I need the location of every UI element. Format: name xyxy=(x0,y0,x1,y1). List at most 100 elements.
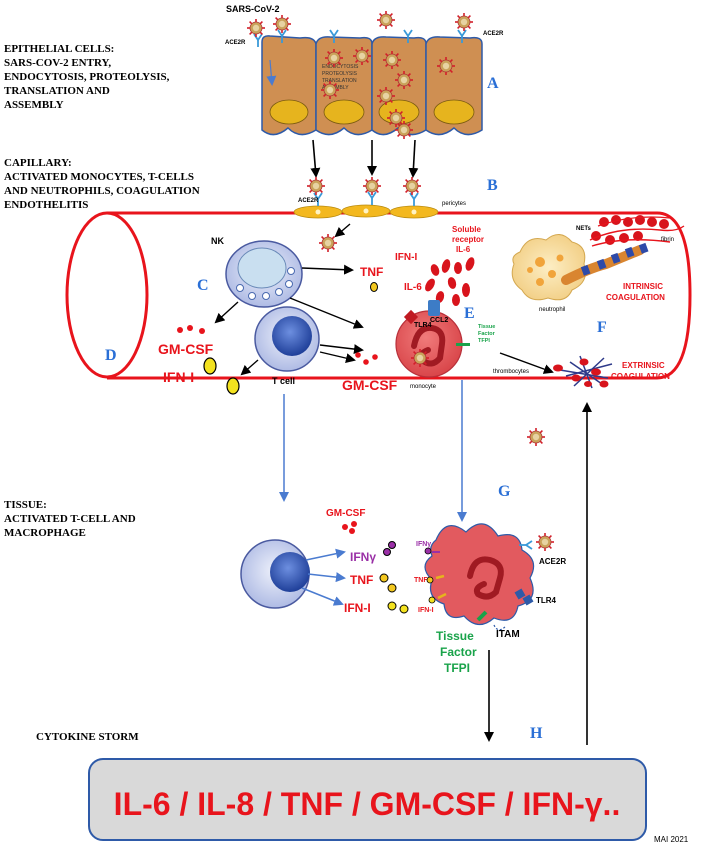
virus-icon xyxy=(272,14,292,34)
arrow-nk-gmcsf xyxy=(214,301,239,324)
tf-small-3: TFPI xyxy=(478,338,490,344)
ace2r-capillary-label: ACE2R xyxy=(298,198,319,204)
capillary-line-4: ENDOTHELITIS xyxy=(4,199,88,211)
virus-icon xyxy=(535,532,555,552)
cytokine-storm-heading: CYTOKINE STORM xyxy=(36,731,139,743)
virus-icon xyxy=(362,176,382,196)
epithelial-line-2: SARS-COV-2 ENTRY, xyxy=(4,57,111,69)
virus-icon xyxy=(318,233,338,253)
epithelial-line-5: ASSEMBLY xyxy=(4,99,64,111)
t-cell-tissue xyxy=(240,539,310,609)
tissue-factor-small: Tissue Factor TFPI xyxy=(478,324,496,344)
tissue-line-3: MACROPHAGE xyxy=(4,527,86,539)
arrow-tcell-ifn-i xyxy=(301,587,344,606)
credit-label: MAI 2021 xyxy=(654,835,689,844)
neutrophil-label: neutrophil xyxy=(539,307,565,313)
ifn-i-label-1: IFN-I xyxy=(163,369,194,385)
thrombocytes-label: thrombocytes xyxy=(493,369,529,375)
ifn-i-molecule xyxy=(399,604,409,614)
capillary-line-1: CAPILLARY: xyxy=(4,157,72,169)
tf-small-1: Tissue xyxy=(478,324,495,330)
monocyte-label: monocyte xyxy=(410,384,437,390)
endocytosis-arrow xyxy=(266,59,277,86)
epithelial-nucleus-4 xyxy=(433,99,475,125)
pericytes xyxy=(293,176,439,219)
capillary-line-3: AND NEUTROPHILS, COAGULATION xyxy=(4,185,200,197)
ifng-molecule xyxy=(388,541,396,549)
soluble-line-2: receptor xyxy=(452,235,484,244)
virus-icon xyxy=(402,176,422,196)
virus-icon xyxy=(352,46,372,66)
nets-label: NETs xyxy=(576,226,592,232)
virus-icon xyxy=(410,348,430,368)
gmcsf-label-1: GM-CSF xyxy=(158,341,214,357)
tissue-line-2: ACTIVATED T-CELL AND xyxy=(4,513,136,525)
tnf-molecule xyxy=(379,573,389,583)
virus-icon xyxy=(394,70,414,90)
capillary-vessel xyxy=(65,211,692,380)
ifn-i-molecule xyxy=(387,601,397,611)
tissue-line-1: TISSUE: xyxy=(4,499,47,511)
epithelial-nucleus-2 xyxy=(323,99,365,125)
arrow-nk-tnf xyxy=(301,264,354,275)
arrow-tcell-monocyte xyxy=(319,344,364,355)
virus-icon xyxy=(246,18,266,38)
tissue-gmcsf-label: GM-CSF xyxy=(326,508,365,519)
mac-ifn-i-label: IFN-I xyxy=(418,607,434,614)
tf-line-3: TFPI xyxy=(444,661,470,675)
cell-note-2: PROTEOLYSIS xyxy=(322,71,358,77)
virus-icon xyxy=(454,12,474,32)
tnf-molecule xyxy=(387,583,397,593)
nk-label: NK xyxy=(211,236,224,246)
gmcsf-label-2: GM-CSF xyxy=(342,377,398,393)
tf-line-1: Tissue xyxy=(436,629,474,643)
virus-icon xyxy=(324,48,344,68)
thrombocyte-clot xyxy=(553,355,613,389)
gmcsf-molecules xyxy=(355,352,378,365)
fibrin-label: fibrin xyxy=(661,237,674,243)
tf-small-2: Factor xyxy=(478,331,496,337)
label-h: H xyxy=(530,725,543,742)
arrow-tcell-ifn xyxy=(240,359,259,376)
epithelial-line-3: ENDOCYTOSIS, PROTEOLYSIS, xyxy=(4,71,170,83)
label-g: G xyxy=(498,483,511,500)
tissue-gmcsf-molecules xyxy=(342,521,357,534)
capillary-opening xyxy=(65,211,149,379)
virus-icon xyxy=(382,50,402,70)
itam-label: ITAM xyxy=(496,629,520,640)
extrinsic-line-1: EXTRINSIC xyxy=(622,361,665,370)
il6-molecules xyxy=(425,257,475,306)
label-d: D xyxy=(105,347,117,364)
intrinsic-coagulation-label: INTRINSIC COAGULATION xyxy=(606,282,665,302)
mac-tnf-label: TNF xyxy=(414,577,428,584)
virus-icon xyxy=(376,10,396,30)
cytokine-storm-text: IL-6 / IL-8 / TNF / GM-CSF / IFN-γ.. xyxy=(114,786,621,822)
virus-icon xyxy=(526,427,546,447)
label-f: F xyxy=(597,319,607,336)
arrow-to-virus xyxy=(334,223,351,238)
label-c: C xyxy=(197,277,209,294)
soluble-receptor-label: Soluble receptor IL-6 xyxy=(452,225,484,254)
tlr4-label: TLR4 xyxy=(414,322,432,329)
ifn-molecule xyxy=(226,377,240,395)
soluble-line-3: IL-6 xyxy=(456,245,471,254)
ifn-i-label-2: IFN-I xyxy=(395,252,417,263)
virus-icon xyxy=(436,56,456,76)
arrow-epithelium-1 xyxy=(310,139,321,178)
tissue-factor-marker xyxy=(456,343,470,346)
label-e: E xyxy=(464,305,475,322)
ace2r-label-left: ACE2R xyxy=(225,40,246,46)
label-b: B xyxy=(487,177,498,194)
t-cell-capillary xyxy=(254,306,320,372)
intrinsic-line-1: INTRINSIC xyxy=(623,282,663,291)
arrow-epithelium-3 xyxy=(408,139,419,178)
ifng-molecule xyxy=(383,548,391,556)
neutrophil xyxy=(511,234,649,301)
gmcsf-molecules xyxy=(177,325,205,334)
soluble-line-1: Soluble xyxy=(452,225,481,234)
mac-tlr4-label: TLR4 xyxy=(536,596,557,605)
tissue-factor-label: Tissue Factor TFPI xyxy=(436,629,477,675)
mac-ifng-label: IFNγ xyxy=(416,541,431,548)
extrinsic-coagulation-label: EXTRINSIC COAGULATION xyxy=(611,361,670,381)
